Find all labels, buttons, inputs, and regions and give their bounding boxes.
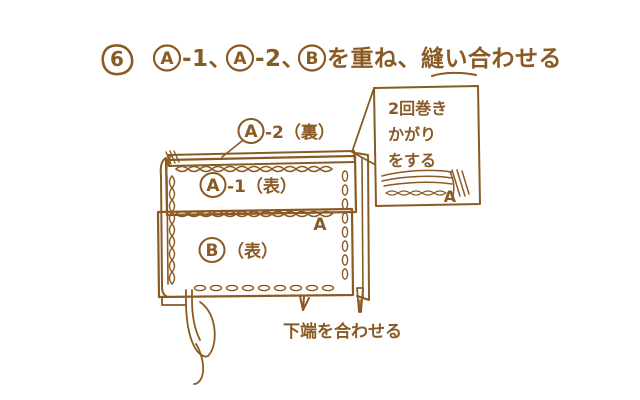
- inset-detail-box: 2回巻き かがり をする A: [351, 85, 481, 207]
- label-a1: A -1（表）: [199, 172, 297, 198]
- inset-detail-mark: A: [444, 187, 457, 206]
- title-mark-b: B を重ね、縫い合わせる: [297, 44, 562, 72]
- inset-line-3: をする: [388, 151, 436, 170]
- title-underline-stroke: [431, 71, 477, 77]
- label-free-a: A: [313, 215, 327, 235]
- bottom-left-corner-bracket: [161, 296, 187, 306]
- bottom-caption-text: 下端を合わせる: [283, 321, 402, 342]
- step-number-text: 6: [110, 47, 124, 71]
- title-mark-a2-letter: A: [233, 49, 247, 69]
- right-edge-inner-line: [361, 157, 364, 298]
- chain-stitch-top: [175, 165, 333, 173]
- step-number-badge: 6: [101, 44, 134, 76]
- label-a2-text: -2（裏）: [265, 122, 335, 143]
- thread-loop-icon: [185, 289, 216, 385]
- title-mark-a1-letter: A: [160, 49, 174, 69]
- label-b-text: （表）: [227, 241, 278, 262]
- left-fold-flap: [159, 157, 169, 298]
- inset-line-1: 2回巻き: [388, 99, 447, 118]
- dashed-stitch-bottom: [193, 284, 335, 292]
- inset-chain-stitch: [385, 190, 447, 196]
- title-row: 6 A -1、 A -2、 B を重ね、縫い合わせる: [101, 44, 562, 77]
- title-mark-a1: A -1、: [152, 44, 232, 72]
- title-sentence-tail: を重ね、縫い合わせる: [327, 45, 562, 72]
- inset-pointer-wedge: [351, 87, 375, 165]
- label-a2: A -2（裏）: [221, 118, 335, 158]
- fabric-stack: [156, 150, 370, 385]
- inset-line-2: かがり: [388, 125, 436, 144]
- bottom-caption-group: 下端を合わせる: [283, 295, 402, 342]
- title-mark-a2: A -2、: [225, 44, 305, 72]
- needle-icon: [356, 287, 364, 313]
- dashed-stitch-right: [341, 170, 349, 280]
- title-mark-a1-suffix: -1、: [182, 46, 232, 72]
- inset-detail-drawing: A: [381, 169, 470, 206]
- chain-stitch-left: [168, 175, 176, 285]
- title-mark-b-letter: B: [306, 49, 319, 69]
- label-a1-text: -1（表）: [227, 176, 297, 197]
- panel-a2-strip: [167, 150, 356, 167]
- arrow-up-icon: [299, 295, 310, 311]
- chain-stitch-middle: [175, 210, 333, 218]
- inset-box-frame: [373, 85, 481, 207]
- label-b-letter: B: [206, 241, 219, 261]
- label-a2-letter: A: [244, 122, 258, 142]
- label-b: B （表）: [198, 237, 278, 263]
- panel-b-outline: [156, 207, 355, 299]
- label-a1-letter: A: [206, 176, 220, 196]
- left-fold-inner-line: [165, 155, 172, 285]
- left-fold-hatches: [165, 150, 180, 165]
- label-a2-leader-line: [221, 140, 243, 158]
- title-mark-a2-suffix: -2、: [255, 46, 305, 72]
